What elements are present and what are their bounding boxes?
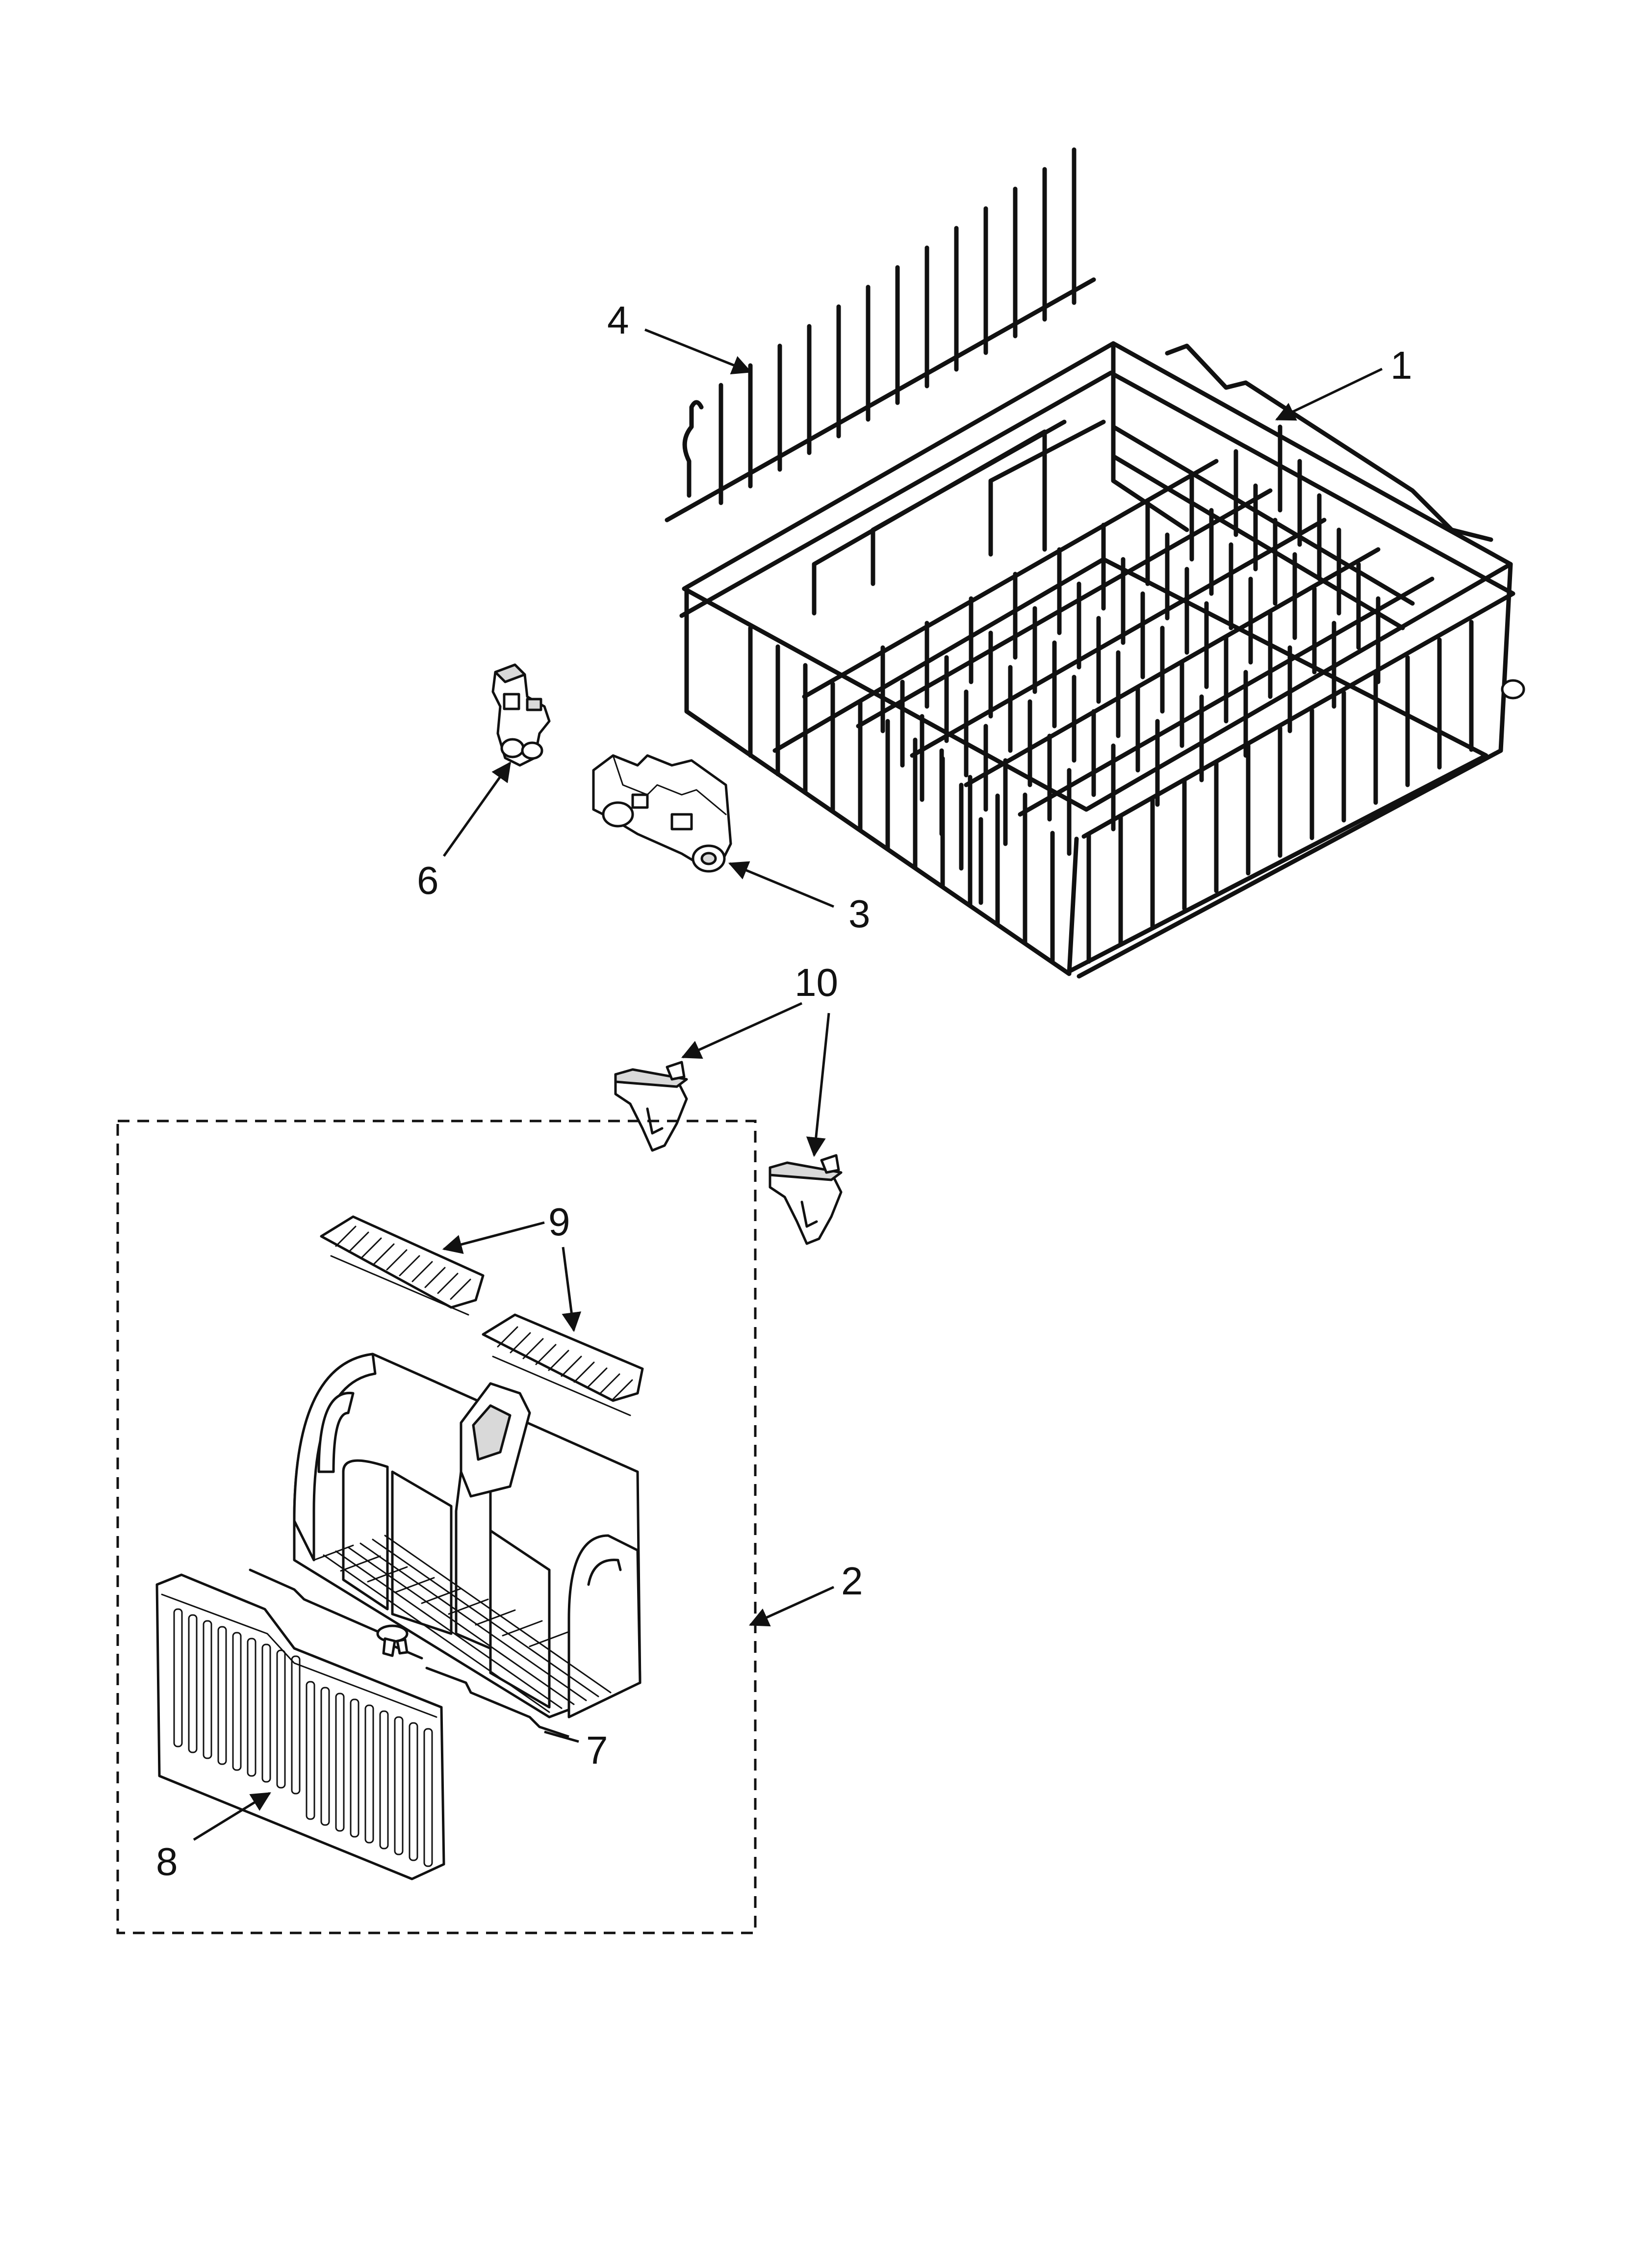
callout-8: 8 — [156, 1840, 178, 1883]
rack-adjuster-part — [491, 663, 551, 767]
leader-8 — [193, 1792, 271, 1841]
callout-4: 4 — [607, 298, 629, 342]
leader-6 — [442, 761, 512, 857]
silverware-basket-assembly-box — [116, 1120, 757, 1934]
leader-lines — [193, 328, 1383, 1841]
leader-2 — [748, 1586, 835, 1627]
leader-1 — [1275, 367, 1383, 421]
rack-bumper-part-b — [769, 1154, 843, 1245]
leader-4 — [644, 328, 752, 374]
leader-10a — [681, 1002, 803, 1059]
hinge-pin-part — [249, 1568, 569, 1738]
leader-7 — [544, 1730, 579, 1743]
roller-bracket-part — [592, 754, 732, 873]
leader-10b — [806, 1013, 830, 1157]
callout-1: 1 — [1390, 343, 1412, 387]
leader-9a — [442, 1221, 545, 1254]
callout-7: 7 — [586, 1728, 608, 1772]
callout-2: 2 — [841, 1559, 863, 1603]
basket-cover-part-a — [320, 1215, 485, 1316]
basket-cover-part-b — [482, 1313, 644, 1416]
lower-rack-part — [679, 341, 1525, 979]
rack-bumper-part-a — [614, 1061, 688, 1152]
silverware-basket-body — [293, 1353, 641, 1719]
callout-6: 6 — [417, 859, 439, 902]
tine-row-part — [665, 147, 1096, 522]
basket-lid-part — [155, 1573, 445, 1880]
leader-9b — [562, 1247, 582, 1332]
callout-9: 9 — [548, 1200, 570, 1244]
leader-3 — [728, 861, 834, 908]
callout-10: 10 — [795, 961, 838, 1004]
callout-3: 3 — [848, 892, 871, 936]
